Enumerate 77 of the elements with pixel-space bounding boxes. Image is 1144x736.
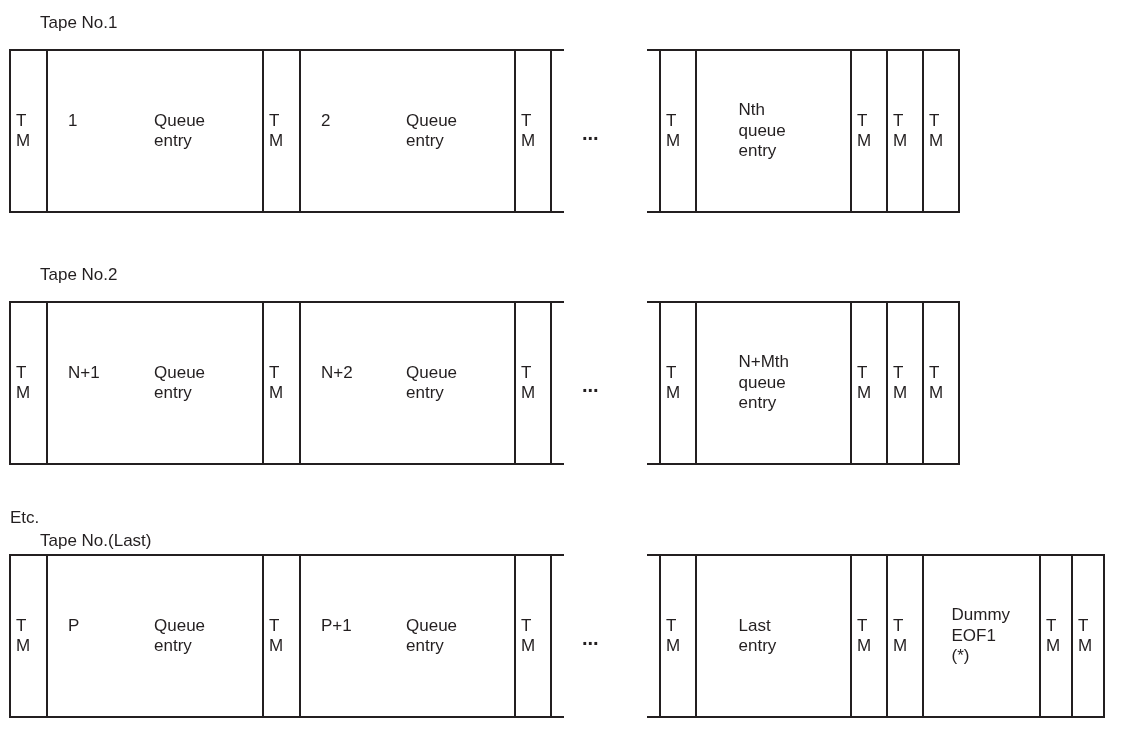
tape-mark-cell (1071, 554, 1105, 718)
tape-mark-cell (886, 301, 924, 465)
tape-mark-label: T M (521, 362, 537, 404)
tape-mark-cell (514, 554, 552, 718)
tape-mark-label: T M (1046, 615, 1062, 657)
entry-number: N+2 (321, 362, 353, 384)
entry-label: Last entry (738, 615, 778, 657)
tape-mark-label: T M (857, 615, 873, 657)
tape-mark-label: T M (16, 110, 32, 152)
tape-heading: Tape No.(Last) (40, 530, 152, 552)
queue-entry-cell (299, 301, 516, 465)
tape-mark-label: T M (929, 110, 945, 152)
queue-entry-cell (299, 49, 516, 213)
tape-heading: Tape No.2 (40, 264, 118, 286)
entry-number: 2 (321, 110, 331, 132)
entry-label: Queue entry (154, 362, 207, 404)
tape-mark-cell (659, 554, 697, 718)
queue-entry-cell (46, 49, 264, 213)
tape-mark-cell (514, 301, 552, 465)
tape-mark-cell (922, 49, 960, 213)
tape-mark-cell (886, 554, 924, 718)
tape-mark-cell (659, 49, 697, 213)
tape-mark-cell (9, 554, 48, 718)
entry-label: Queue entry (406, 110, 459, 152)
tape-mark-cell (9, 49, 48, 213)
ellipsis: ... (582, 121, 599, 146)
tape-mark-label: T M (16, 615, 32, 657)
queue-entry-cell (695, 554, 852, 718)
ellipsis: ... (582, 626, 599, 651)
tape-heading: Tape No.1 (40, 12, 118, 34)
entry-number: P+1 (321, 615, 352, 637)
tape-mark-cell (262, 301, 301, 465)
tape-mark-cell (886, 49, 924, 213)
tape-mark-cell (262, 49, 301, 213)
queue-entry-cell (46, 301, 264, 465)
tape-mark-label: T M (857, 110, 873, 152)
tape-mark-cell (262, 554, 301, 718)
tape-mark-label: T M (893, 362, 909, 404)
entry-label: Dummy EOF1 (*) (951, 605, 1012, 667)
tape-mark-label: T M (1078, 615, 1094, 657)
tape-mark-label: T M (929, 362, 945, 404)
tape-mark-label: T M (666, 362, 682, 404)
tape-mark-label: T M (521, 615, 537, 657)
tape-mark-cell (514, 49, 552, 213)
tape-mark-label: T M (16, 362, 32, 404)
tape-mark-label: T M (666, 110, 682, 152)
entry-number: N+1 (68, 362, 100, 384)
entry-label: Queue entry (154, 615, 207, 657)
tape-heading: Etc. (10, 507, 40, 529)
tape-mark-label: T M (269, 615, 285, 657)
tape-mark-label: T M (893, 615, 909, 657)
queue-entry-cell (299, 554, 516, 718)
entry-number: 1 (68, 110, 78, 132)
tape-mark-label: T M (521, 110, 537, 152)
tape-mark-cell (1039, 554, 1073, 718)
queue-entry-cell (922, 554, 1041, 718)
entry-label: Queue entry (406, 362, 459, 404)
entry-label: Queue entry (406, 615, 459, 657)
tape-mark-cell (850, 301, 888, 465)
queue-entry-cell (695, 301, 852, 465)
entry-label: Nth queue entry (738, 100, 787, 162)
tape-mark-cell (659, 301, 697, 465)
tape-mark-cell (9, 301, 48, 465)
tape-mark-label: T M (269, 110, 285, 152)
queue-entry-cell (695, 49, 852, 213)
tape-mark-cell (850, 49, 888, 213)
tape-mark-label: T M (857, 362, 873, 404)
entry-number: P (68, 615, 80, 637)
tape-mark-cell (922, 301, 960, 465)
tape-mark-label: T M (269, 362, 285, 404)
entry-label: Queue entry (154, 110, 207, 152)
queue-entry-cell (46, 554, 264, 718)
ellipsis: ... (582, 373, 599, 398)
tape-mark-cell (850, 554, 888, 718)
tape-mark-label: T M (666, 615, 682, 657)
tape-mark-label: T M (893, 110, 909, 152)
entry-label: N+Mth queue entry (738, 352, 791, 414)
